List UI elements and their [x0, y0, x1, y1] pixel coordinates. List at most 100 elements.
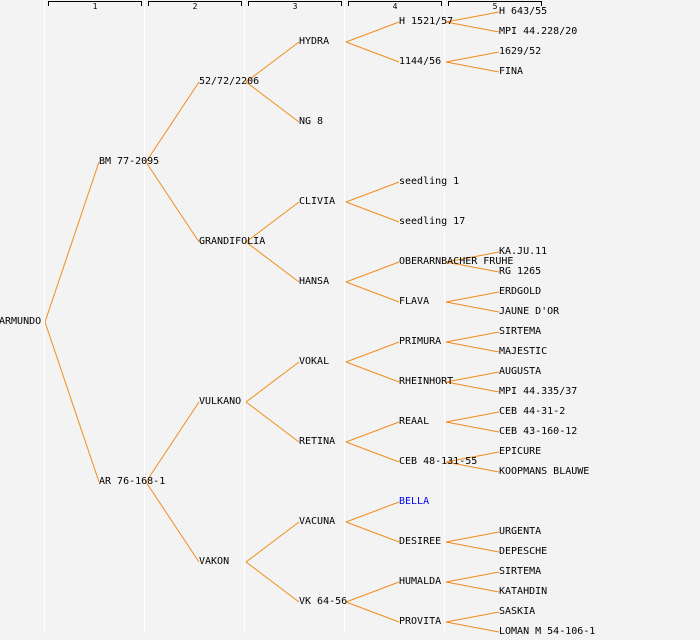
pedigree-link [445, 261, 500, 273]
pedigree-node[interactable]: KATAHDIN [499, 586, 548, 597]
column-number: 3 [292, 2, 298, 11]
pedigree-link [345, 261, 400, 283]
pedigree-link [445, 571, 500, 583]
pedigree-node[interactable]: HYDRA [299, 36, 330, 47]
pedigree-node[interactable]: VK 64-56 [299, 596, 348, 607]
pedigree-link [345, 361, 400, 383]
pedigree-node[interactable]: H 643/55 [499, 6, 548, 17]
pedigree-link [44, 321, 100, 483]
pedigree-node[interactable]: CEB 43-160-12 [499, 426, 578, 437]
pedigree-node[interactable]: SIRTEMA [499, 326, 542, 337]
pedigree-link [445, 251, 500, 263]
pedigree-link [245, 401, 300, 443]
pedigree-node[interactable]: MAJESTIC [499, 346, 548, 357]
pedigree-link [345, 201, 400, 223]
column-header-1: 1 [45, 1, 145, 13]
pedigree-link [345, 581, 400, 603]
pedigree-node[interactable]: FLAVA [399, 296, 430, 307]
pedigree-node[interactable]: 1629/52 [499, 46, 542, 57]
pedigree-node[interactable]: CLIVIA [299, 196, 336, 207]
pedigree-node[interactable]: VACUNA [299, 516, 336, 527]
pedigree-node[interactable]: 52/72/2206 [199, 76, 260, 87]
column-divider [144, 0, 145, 632]
pedigree-node[interactable]: PRIMURA [399, 336, 442, 347]
column-header-2: 2 [145, 1, 245, 13]
column-divider [444, 0, 445, 632]
column-divider [244, 0, 245, 632]
pedigree-link [345, 281, 400, 303]
pedigree-link [445, 621, 500, 633]
pedigree-node[interactable]: VAKON [199, 556, 230, 567]
pedigree-link [145, 401, 200, 483]
column-bracket [248, 1, 342, 6]
pedigree-link [445, 611, 500, 623]
pedigree-node[interactable]: KOOPMANS BLAUWE [499, 466, 590, 477]
pedigree-node[interactable]: DESIREE [399, 536, 442, 547]
pedigree-node[interactable]: NG 8 [299, 116, 324, 127]
pedigree-link [245, 561, 300, 603]
pedigree-link [445, 11, 500, 23]
pedigree-node[interactable]: FINA [499, 66, 524, 77]
pedigree-node[interactable]: AUGUSTA [499, 366, 542, 377]
pedigree-node[interactable]: seedling 17 [399, 216, 466, 227]
pedigree-link [445, 331, 500, 343]
column-bracket [448, 1, 542, 6]
pedigree-node[interactable]: EPICURE [499, 446, 542, 457]
pedigree-node[interactable]: CEB 44-31-2 [499, 406, 566, 417]
pedigree-node[interactable]: MPI 44.335/37 [499, 386, 578, 397]
column-number: 4 [392, 2, 398, 11]
pedigree-link [345, 21, 400, 43]
pedigree-node[interactable]: CEB 48-131-55 [399, 456, 478, 467]
pedigree-node[interactable]: 1144/56 [399, 56, 442, 67]
column-bracket [148, 1, 242, 6]
pedigree-node[interactable]: RG 1265 [499, 266, 542, 277]
pedigree-link [345, 181, 400, 203]
pedigree-link [445, 541, 500, 553]
pedigree-link [145, 81, 200, 163]
pedigree-link [345, 421, 400, 443]
pedigree-node[interactable]: LOMAN M 54-106-1 [499, 626, 596, 637]
pedigree-node[interactable]: KA.JU.11 [499, 246, 548, 257]
column-header-4: 4 [345, 1, 445, 13]
pedigree-link [445, 371, 500, 383]
pedigree-link [245, 201, 300, 243]
pedigree-node[interactable]: RETINA [299, 436, 336, 447]
pedigree-link [445, 291, 500, 303]
pedigree-node[interactable]: BM 77-2095 [99, 156, 160, 167]
pedigree-node[interactable]: VULKANO [199, 396, 242, 407]
pedigree-link [145, 161, 200, 243]
pedigree-node[interactable]: DEPESCHE [499, 546, 548, 557]
pedigree-link [145, 481, 200, 563]
pedigree-node[interactable]: SASKIA [499, 606, 536, 617]
column-bracket [348, 1, 442, 6]
pedigree-link [245, 41, 300, 83]
column-number: 5 [492, 2, 498, 11]
pedigree-node[interactable]: OBERARNBACHER FRUHE [399, 256, 514, 267]
pedigree-node[interactable]: MPI 44.228/20 [499, 26, 578, 37]
pedigree-link [445, 341, 500, 353]
pedigree-link [345, 501, 400, 523]
pedigree-node[interactable]: AR 76-168-1 [99, 476, 166, 487]
pedigree-link [245, 361, 300, 403]
pedigree-node[interactable]: SIRTEMA [499, 566, 542, 577]
pedigree-node[interactable]: PROVITA [399, 616, 442, 627]
pedigree-node[interactable]: seedling 1 [399, 176, 460, 187]
pedigree-node[interactable]: JAUNE D'OR [499, 306, 560, 317]
pedigree-node[interactable]: H 1521/57 [399, 16, 454, 27]
pedigree-node[interactable]: GRANDIFOLIA [199, 236, 266, 247]
column-header-5: 5 [445, 1, 545, 13]
pedigree-node[interactable]: ERDGOLD [499, 286, 542, 297]
pedigree-node[interactable]: URGENTA [499, 526, 542, 537]
root-node[interactable]: ARMUNDO [0, 316, 42, 327]
column-number: 2 [192, 2, 198, 11]
pedigree-link [445, 381, 500, 393]
pedigree-node[interactable]: HANSA [299, 276, 330, 287]
pedigree-link [445, 421, 500, 433]
pedigree-node[interactable]: REAAL [399, 416, 430, 427]
column-bracket [48, 1, 142, 6]
pedigree-node[interactable]: HUMALDA [399, 576, 442, 587]
pedigree-node[interactable]: BELLA [399, 496, 430, 507]
pedigree-node[interactable]: VOKAL [299, 356, 330, 367]
pedigree-node[interactable]: RHEINHORT [399, 376, 454, 387]
